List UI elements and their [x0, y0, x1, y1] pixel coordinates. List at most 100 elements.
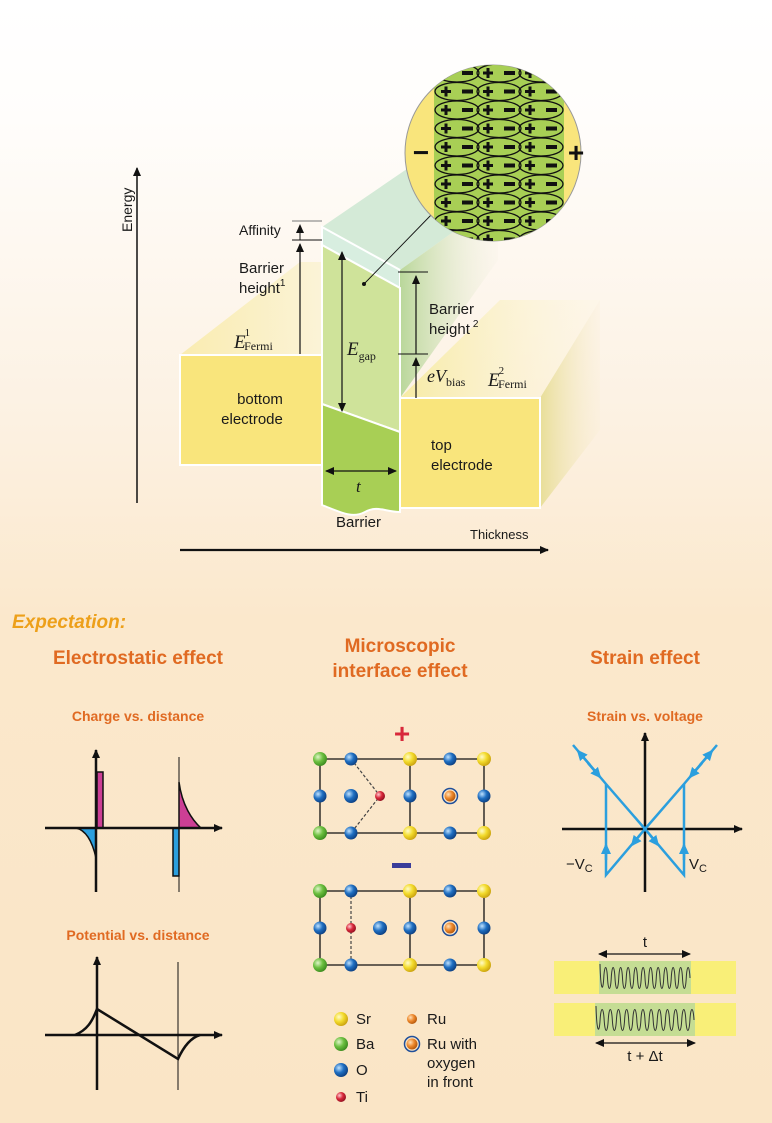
sr-atom [477, 826, 491, 840]
sr-atom [477, 958, 491, 972]
dipole-minus [546, 71, 557, 75]
legend-ru-oxygen-label-1: Ru with [427, 1036, 477, 1053]
inset-pointer-dot [362, 282, 366, 286]
barrier-height-1-label: Barrier [239, 260, 284, 277]
o-atom [477, 921, 491, 935]
o-atom [344, 789, 358, 803]
legend-ru-oxygen-dot [406, 1038, 418, 1050]
affinity-label: Affinity [239, 222, 281, 238]
dipole-plus-v [444, 86, 448, 97]
dipole-minus [462, 89, 473, 94]
dipole-inset [404, 64, 582, 242]
legend-sr-label: Sr [356, 1011, 371, 1028]
dipole-plus-v [444, 68, 448, 78]
ba-atom [313, 826, 327, 840]
ru-atom [444, 790, 456, 802]
dipole-plus-v [444, 179, 448, 189]
strain-plot [562, 732, 743, 892]
potential-plot-title: Potential vs. distance [66, 927, 209, 943]
legend-ti-dot [336, 1092, 346, 1102]
dipole-plus-v [528, 160, 532, 171]
legend-ru-label: Ru [427, 1011, 446, 1028]
shape-layer [45, 64, 743, 1102]
strain-title: Strain effect [590, 648, 700, 669]
o-atom [403, 789, 417, 803]
dipole-minus [462, 200, 473, 205]
dipole-plus-v [486, 234, 490, 241]
dipole-minus [504, 237, 515, 241]
ru-oxygen-ring [441, 787, 459, 805]
charge-negative-right [172, 827, 180, 877]
o-atom [443, 752, 457, 766]
dipole-minus [546, 182, 557, 186]
spring-1 [599, 963, 691, 989]
sr-atom [477, 752, 491, 766]
t-top-label: t [643, 934, 648, 951]
legend-ti-label: Ti [356, 1089, 368, 1106]
top-electrode-side-face [540, 300, 600, 508]
dipole-plus-v [444, 160, 448, 171]
expectation-heading: Expectation: [12, 612, 126, 633]
ba-atom [313, 752, 327, 766]
dipole-minus [504, 126, 515, 131]
ti-atom [375, 791, 385, 801]
dipole-minus [462, 219, 473, 223]
dipole-minus [504, 200, 515, 205]
inset-minus-sign: − [413, 137, 429, 168]
dipole-minus [462, 145, 473, 149]
dipole-plus-v [486, 86, 490, 97]
top-electrode-label: top [431, 437, 452, 454]
dipole-plus-v [486, 142, 490, 152]
microscopic-title-2: interface effect [332, 661, 468, 682]
t-label: t [356, 477, 362, 496]
dipole-plus-v [486, 105, 490, 115]
dipole-minus [504, 219, 515, 223]
thickness-axis-label: Thickness [470, 527, 529, 542]
dipole-minus [504, 108, 515, 112]
inset-plus-sign: + [568, 137, 584, 168]
dipole-minus [504, 182, 515, 186]
dipole-plus-v [528, 105, 532, 115]
dipole-plus-v [528, 142, 532, 152]
o-atom [373, 921, 387, 935]
text-layer: Energy bottom electrode top electrode Af… [12, 137, 707, 1106]
neg-vc-label: −VC [566, 856, 593, 875]
dipole-plus-v [444, 142, 448, 152]
dipole-minus [462, 163, 473, 168]
ba-atom [313, 958, 327, 972]
ba-atom [313, 884, 327, 898]
dipole-plus-v [528, 123, 532, 134]
legend-o-label: O [356, 1062, 368, 1079]
strain-arrow-1 [576, 749, 591, 766]
o-atom [344, 752, 358, 766]
pos-vc-label: VC [689, 856, 707, 875]
electrostatic-title: Electrostatic effect [53, 648, 224, 669]
dipole-plus-v [486, 197, 490, 208]
dipole-plus-v [528, 86, 532, 97]
o-atom [443, 958, 457, 972]
legend-ru-oxygen-ring [403, 1035, 421, 1053]
dipole-plus-v [486, 123, 490, 134]
ti-atom [346, 923, 356, 933]
barrier-height-2-label: Barrier [429, 301, 474, 318]
dipole-plus-v [486, 179, 490, 189]
top-electrode-top-face [400, 300, 600, 398]
t-dt-label: t + Δt [627, 1048, 663, 1065]
sr-atom [403, 958, 417, 972]
o-atom [313, 789, 327, 803]
dipole-minus [462, 108, 473, 112]
sr-atom [403, 826, 417, 840]
dipole-minus [546, 126, 557, 131]
dipole-plus-h [441, 71, 451, 75]
legend-o-dot [334, 1063, 348, 1077]
potential-plot [45, 956, 223, 1090]
dipole-minus [462, 182, 473, 186]
strain-arrow-2 [587, 762, 602, 779]
dipole-plus-v [486, 68, 490, 78]
sr-atom [477, 884, 491, 898]
legend-ru-oxygen-label-2: oxygen [427, 1055, 475, 1072]
charge-positive-right [178, 781, 203, 829]
